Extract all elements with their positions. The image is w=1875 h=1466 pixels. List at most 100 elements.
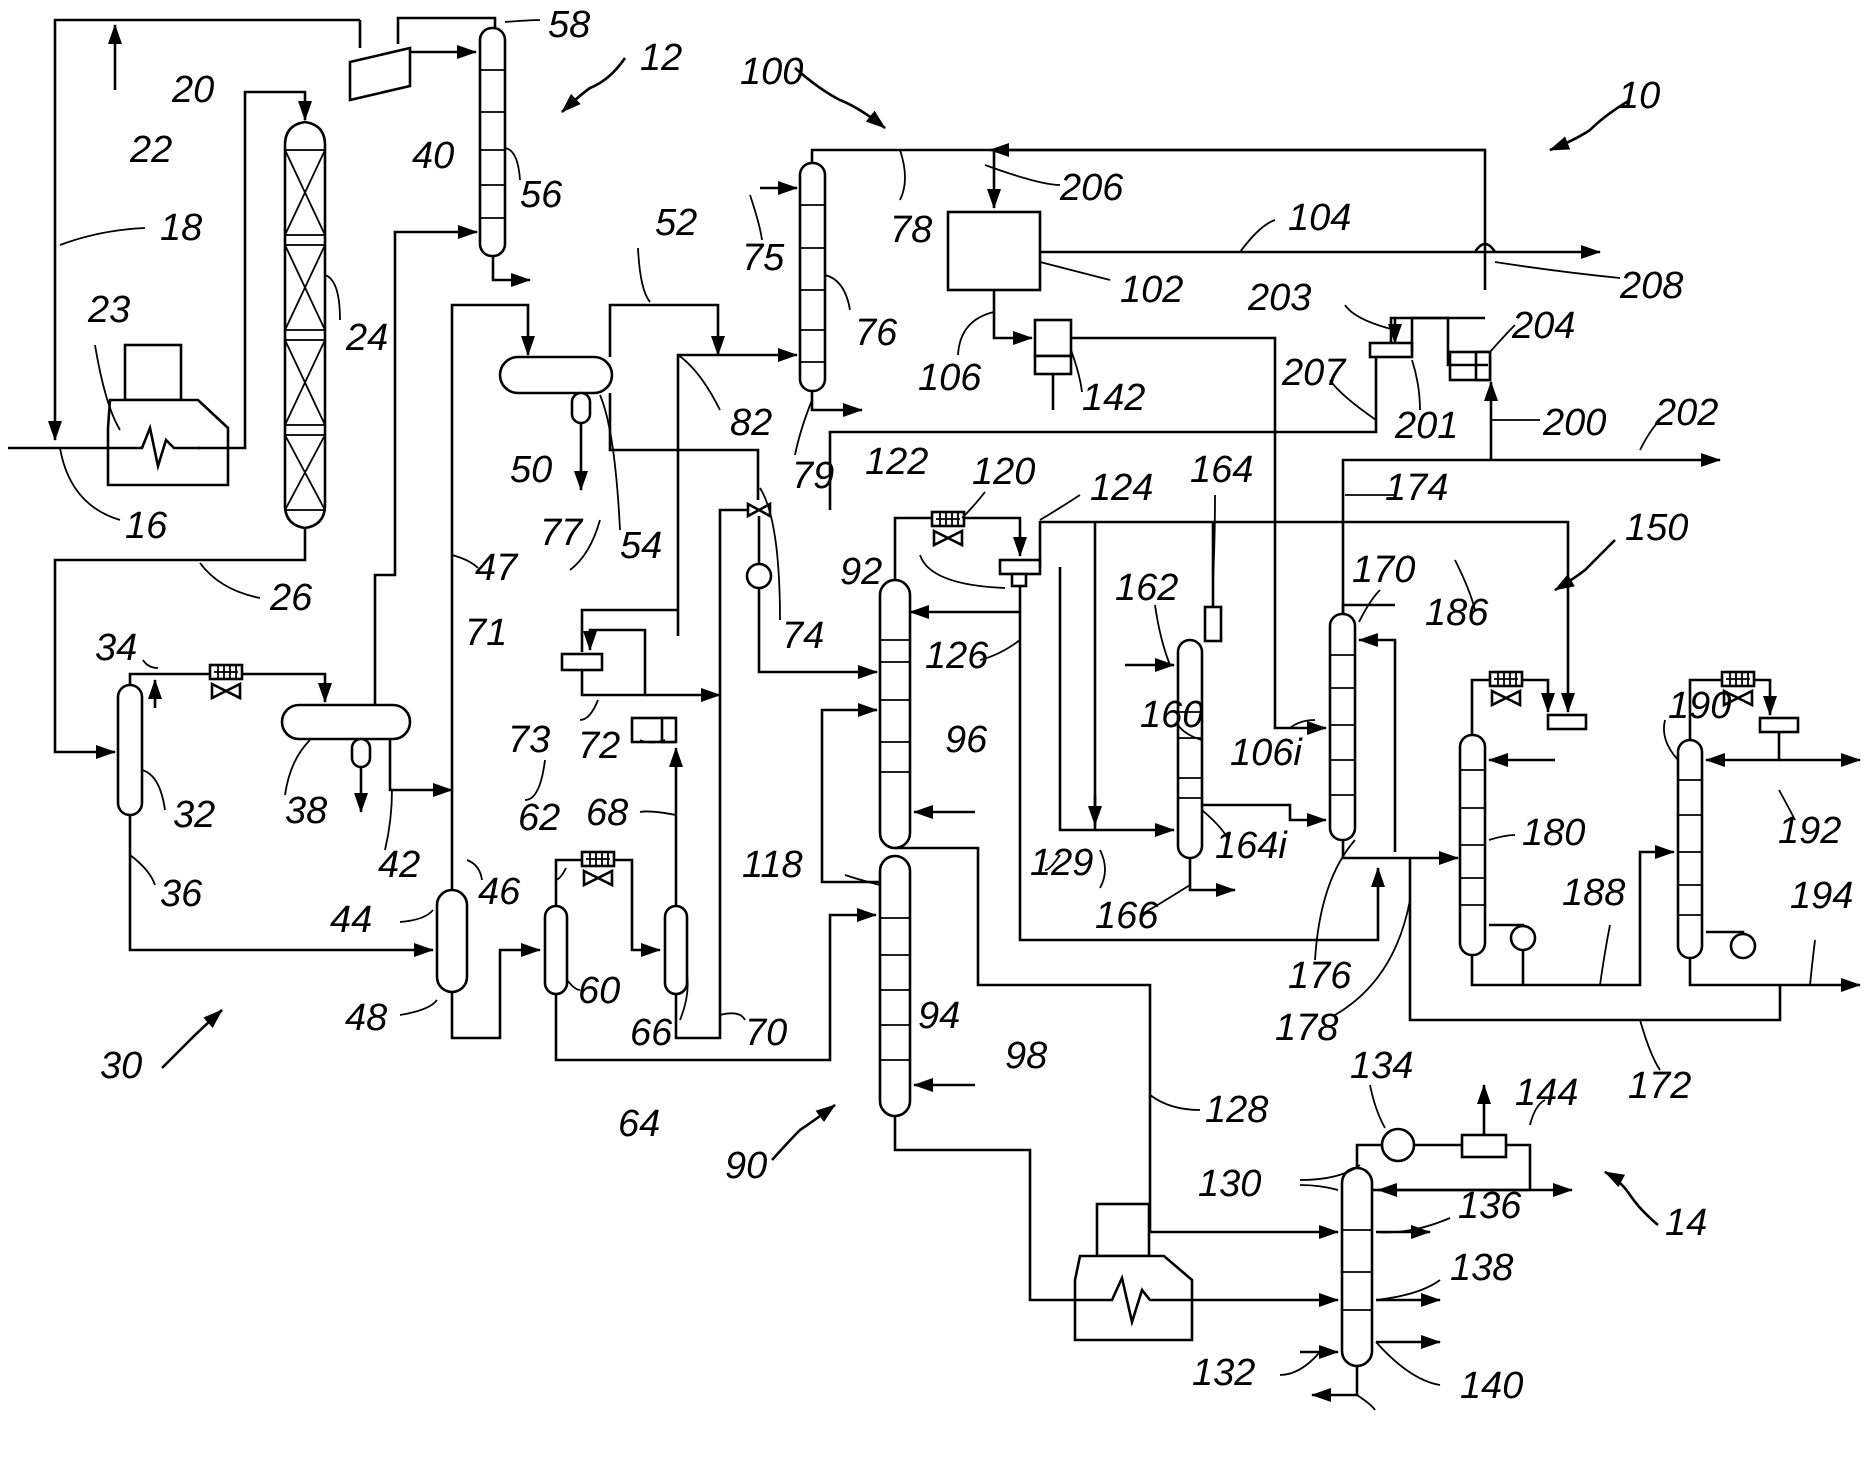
ref-label-76: 76 (855, 312, 898, 354)
ref-label-136: 136 (1458, 1185, 1522, 1227)
ref-label-75: 75 (742, 237, 785, 279)
compressor (350, 48, 410, 100)
ref-label-129: 129 (1030, 842, 1093, 884)
valve-74 (748, 504, 770, 516)
ref-label-170: 170 (1352, 549, 1415, 591)
ref-label-200: 200 (1542, 402, 1606, 444)
ref-label-78: 78 (890, 209, 932, 251)
ref-label-164i: 164i (1215, 825, 1288, 867)
furnace-23 (108, 345, 228, 485)
column-190 (1678, 740, 1702, 958)
furnace-bottom (1075, 1204, 1192, 1340)
ref-label-106: 106 (918, 357, 982, 399)
column-76 (800, 163, 825, 391)
ref-label-54: 54 (620, 525, 662, 567)
ref-label-68: 68 (586, 792, 628, 834)
ref-label-14: 14 (1665, 1202, 1707, 1244)
ref-label-188: 188 (1562, 872, 1625, 914)
ref-label-94: 94 (918, 995, 960, 1037)
reboiler-180 (1511, 926, 1535, 950)
ref-label-124: 124 (1090, 467, 1153, 509)
column-180 (1460, 735, 1485, 955)
ref-label-98: 98 (1005, 1035, 1047, 1077)
ref-label-60: 60 (578, 970, 620, 1012)
ref-label-164: 164 (1190, 449, 1253, 491)
ref-label-201: 201 (1394, 405, 1458, 447)
ref-label-50: 50 (510, 449, 552, 491)
ref-label-206: 206 (1059, 167, 1124, 209)
vessel-44 (437, 890, 467, 992)
ref-label-56: 56 (520, 174, 563, 216)
ref-label-32: 32 (173, 794, 215, 836)
column-130 (1342, 1168, 1372, 1366)
ref-label-122: 122 (865, 441, 928, 483)
ref-label-208: 208 (1619, 265, 1683, 307)
ref-label-180: 180 (1522, 812, 1585, 854)
pump-72 (632, 718, 676, 742)
ref-label-64: 64 (618, 1103, 660, 1145)
ref-label-90: 90 (725, 1145, 767, 1187)
reboiler-190 (1731, 934, 1755, 958)
ref-label-150: 150 (1625, 507, 1688, 549)
ref-label-207: 207 (1281, 352, 1347, 394)
ref-label-44: 44 (330, 899, 372, 941)
valve-203 (1370, 343, 1412, 357)
air-cooler-120 (932, 512, 964, 545)
exchanger-74 (747, 564, 771, 588)
ref-label-70: 70 (745, 1012, 787, 1054)
air-cooler-62 (582, 852, 614, 885)
ref-label-204: 204 (1511, 305, 1575, 347)
ref-label-172: 172 (1628, 1065, 1691, 1107)
ref-label-82: 82 (730, 402, 772, 444)
vessel-60 (545, 906, 567, 994)
ref-label-20: 20 (171, 69, 214, 111)
ref-label-73: 73 (508, 719, 550, 761)
ref-label-12: 12 (640, 37, 682, 79)
pump-142-top (1035, 320, 1071, 374)
ref-label-26: 26 (269, 577, 313, 619)
ref-label-18: 18 (160, 207, 202, 249)
ref-label-36: 36 (160, 873, 203, 915)
column-164-top (1205, 607, 1221, 641)
reactor-24 (285, 122, 325, 528)
ref-label-16: 16 (125, 505, 168, 547)
ref-label-176: 176 (1288, 955, 1352, 997)
ref-label-47: 47 (475, 547, 519, 589)
ref-label-42: 42 (378, 844, 420, 886)
ref-label-58: 58 (548, 4, 590, 46)
ref-label-140: 140 (1460, 1365, 1523, 1407)
column-56 (480, 28, 505, 256)
ref-label-10: 10 (1618, 75, 1660, 117)
ref-label-23: 23 (87, 289, 130, 331)
ref-label-166: 166 (1095, 895, 1159, 937)
ref-label-30: 30 (100, 1045, 142, 1087)
ref-label-186: 186 (1425, 592, 1489, 634)
ref-label-134: 134 (1350, 1045, 1413, 1087)
ref-label-52: 52 (655, 202, 697, 244)
ref-label-126: 126 (925, 635, 989, 677)
ref-label-142: 142 (1082, 377, 1145, 419)
ref-label-190: 190 (1668, 685, 1731, 727)
ref-label-77: 77 (540, 512, 584, 554)
exchanger-134 (1382, 1129, 1414, 1161)
ref-label-48: 48 (345, 997, 387, 1039)
column-170 (1330, 614, 1355, 840)
ref-label-120: 120 (972, 451, 1035, 493)
ref-label-66: 66 (630, 1012, 673, 1054)
ref-label-174: 174 (1385, 467, 1448, 509)
ref-label-102: 102 (1120, 269, 1183, 311)
ref-label-62: 62 (518, 797, 560, 839)
ref-label-178: 178 (1275, 1007, 1338, 1049)
unit-102 (948, 212, 1040, 290)
ref-label-132: 132 (1192, 1352, 1255, 1394)
column-160 (1178, 640, 1202, 858)
ref-label-74: 74 (782, 615, 824, 657)
ref-label-34: 34 (95, 627, 137, 669)
receiver-71 (562, 654, 602, 670)
vessel-66 (665, 906, 687, 994)
drum-50 (500, 357, 612, 423)
ref-label-130: 130 (1198, 1163, 1261, 1205)
ref-label-92: 92 (840, 551, 882, 593)
